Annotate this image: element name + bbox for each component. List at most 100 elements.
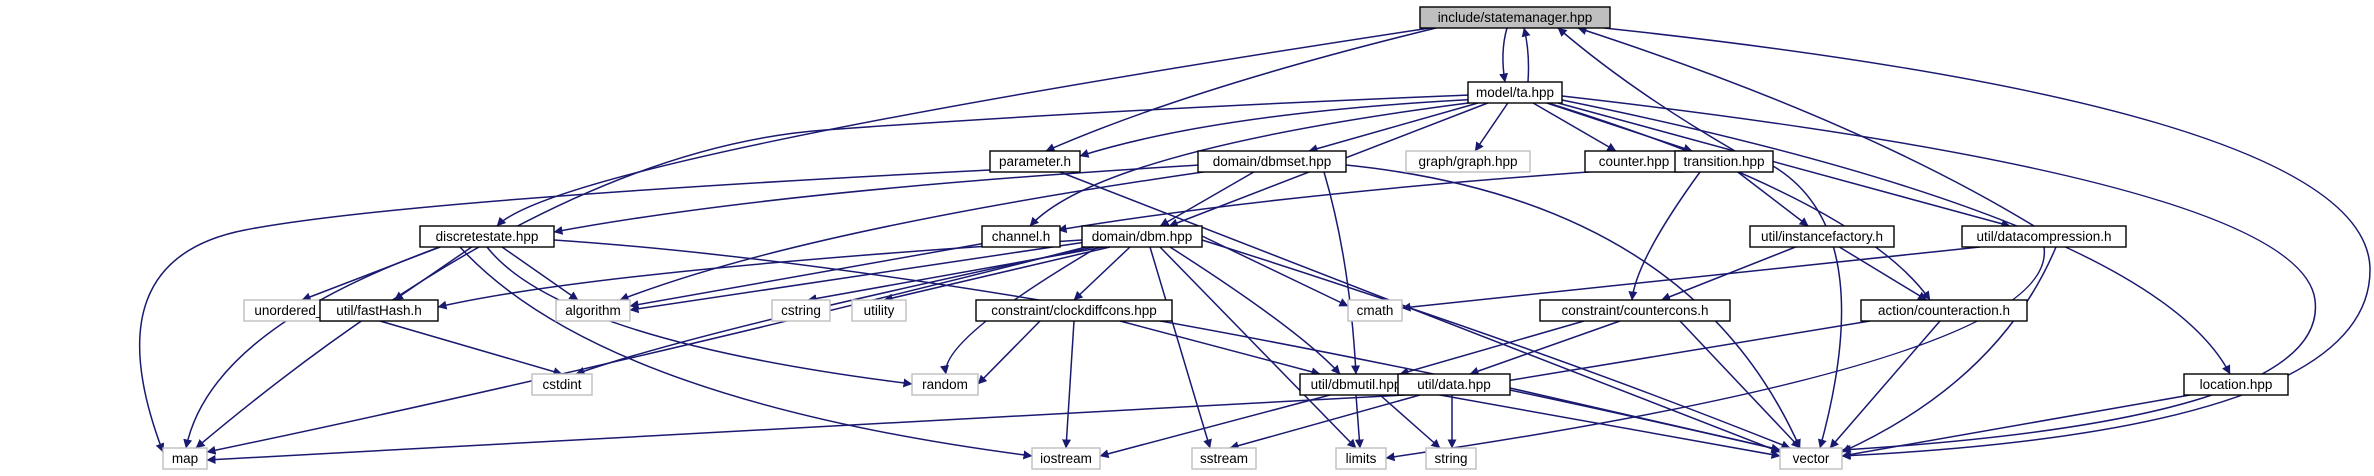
edge-dbmset-to-dbm [1159, 171, 1255, 227]
node-data[interactable]: util/data.hpp [1397, 373, 1511, 396]
node-parameter[interactable]: parameter.h [989, 150, 1081, 173]
node-statemanager[interactable]: include/statemanager.hpp [1419, 6, 1611, 29]
node-dbmset[interactable]: domain/dbmset.hpp [1197, 150, 1347, 173]
node-dbmutil[interactable]: util/dbmutil.hpp [1299, 373, 1413, 396]
edge-fasthash-to-cstdint [379, 320, 563, 376]
node-cstring-label: cstring [781, 303, 821, 318]
node-fasthash[interactable]: util/fastHash.h [319, 299, 439, 322]
node-ta[interactable]: model/ta.hpp [1467, 81, 1563, 104]
edge-ta-to-vector [1561, 95, 2317, 454]
edge-countercons-to-vector [1679, 320, 1801, 449]
edge-dbmutil-to-limits [1354, 394, 1364, 449]
node-layer: include/statemanager.hpp model/ta.hpp para… [162, 6, 2289, 470]
node-ta-label: model/ta.hpp [1476, 85, 1554, 100]
node-fasthash-box [319, 299, 439, 322]
node-limits-label: limits [1346, 451, 1377, 466]
node-statemanager-label: include/statemanager.hpp [1438, 10, 1593, 25]
edge-dbm-to-map [206, 245, 1091, 455]
edge-dbm-to-vector [1201, 239, 1791, 450]
edge-data-to-sstream [1229, 394, 1421, 451]
node-instancefactory[interactable]: util/instancefactory.h [1749, 225, 1895, 248]
node-location[interactable]: location.hpp [2183, 373, 2289, 396]
edge-ta-to-map [195, 94, 1471, 449]
edge-statemanager-to-discretestate [496, 27, 1431, 227]
edge-dbm-to-dbmutil [1169, 246, 1341, 375]
node-channel[interactable]: channel.h [981, 225, 1061, 248]
edge-ta-to-graph [1474, 102, 1509, 152]
edge-ta-to-dbmset [1308, 102, 1479, 153]
edge-dbm-to-sstream [1149, 246, 1212, 449]
edge-discretestate-to-algorithm [501, 246, 579, 301]
node-sstream: sstream [1191, 447, 1257, 470]
node-limits: limits [1335, 447, 1387, 470]
node-utility: utility [851, 299, 907, 322]
node-map-label: map [172, 451, 198, 466]
edge-ta-to-counter [1532, 102, 1617, 152]
node-transition-box [1674, 150, 1774, 173]
node-cstdint: cstdint [531, 373, 593, 396]
node-discretestate[interactable]: discretestate.hpp [419, 225, 555, 248]
node-countercons[interactable]: constraint/countercons.h [1539, 299, 1731, 322]
node-iostream: iostream [1031, 447, 1101, 470]
edge-datacompression-to-statemanager [1577, 26, 2035, 227]
node-counter-label: counter.hpp [1599, 154, 1670, 169]
edge-dbmutil-to-iostream [1099, 394, 1331, 459]
node-sstream-label: sstream [1200, 451, 1248, 466]
node-graph-box [1405, 150, 1531, 173]
edge-dbmset-to-vector [1345, 164, 1801, 449]
node-counteraction-label: action/counteraction.h [1878, 303, 2010, 318]
edge-clockdiffcons-to-dbmutil [1119, 320, 1321, 377]
edge-statemanager-to-ta [1499, 27, 1509, 83]
edge-statemanager-to-vector [1603, 27, 2371, 461]
node-clockdiffcons-box [975, 299, 1173, 322]
node-cstdint-box [531, 373, 593, 396]
node-instancefactory-box [1749, 225, 1895, 248]
node-dbm-box [1081, 225, 1203, 248]
edge-channel-to-algorithm [629, 242, 987, 309]
edge-discretestate-to-map [183, 246, 441, 449]
edge-dbm-to-algorithm [629, 241, 1087, 314]
node-utility-box [851, 299, 907, 322]
edge-ta-to-channel [1029, 101, 1477, 227]
node-dbmset-box [1197, 150, 1347, 173]
node-dbmset-label: domain/dbmset.hpp [1213, 154, 1332, 169]
edge-transition-to-vector [1772, 165, 1843, 449]
edge-ta-to-statemanager [1521, 27, 1531, 83]
edge-discretestate-to-iostream [459, 246, 1033, 460]
node-parameter-box [989, 150, 1081, 173]
node-graph: graph/graph.hpp [1405, 150, 1531, 173]
edge-parameter-to-map [138, 169, 991, 453]
edge-transition-to-channel [1057, 165, 1679, 234]
node-countercons-label: constraint/countercons.h [1561, 303, 1708, 318]
node-datacompression[interactable]: util/datacompression.h [1961, 225, 2127, 248]
node-counteraction-box [1860, 299, 2028, 322]
node-discretestate-label: discretestate.hpp [436, 229, 539, 244]
node-string-label: string [1434, 451, 1467, 466]
edge-countercons-to-data [1469, 320, 1621, 376]
edge-statemanager-to-parameter [1045, 27, 1437, 152]
node-counter[interactable]: counter.hpp [1584, 150, 1684, 173]
node-location-label: location.hpp [2200, 377, 2273, 392]
node-transition[interactable]: transition.hpp [1674, 150, 1774, 173]
node-datacompression-label: util/datacompression.h [1976, 229, 2111, 244]
node-dbm[interactable]: domain/dbm.hpp [1081, 225, 1203, 248]
edge-transition-to-statemanager [1557, 27, 1736, 152]
edge-discretestate-to-random [486, 246, 913, 388]
edge-dbmset-to-dbmutil [1323, 171, 1361, 375]
node-map: map [162, 447, 208, 470]
node-cstring-box [771, 299, 831, 322]
node-iostream-box [1031, 447, 1101, 470]
node-algorithm-label: algorithm [565, 303, 621, 318]
edge-dbm-to-utility [883, 246, 1111, 303]
edge-countercons-to-dbmutil [1399, 320, 1585, 376]
node-clockdiffcons[interactable]: constraint/clockdiffcons.hpp [975, 299, 1173, 322]
node-string-box [1425, 447, 1477, 470]
node-sstream-box [1191, 447, 1257, 470]
edge-clockdiffcons-to-random [977, 320, 1041, 385]
node-counteraction[interactable]: action/counteraction.h [1860, 299, 2028, 322]
edge-clockdiffcons-to-iostream [1062, 320, 1075, 449]
node-channel-label: channel.h [992, 229, 1051, 244]
edge-dbm-to-fasthash [437, 239, 1083, 310]
node-vector-label: vector [1793, 451, 1830, 466]
node-dbmutil-label: util/dbmutil.hpp [1311, 377, 1402, 392]
